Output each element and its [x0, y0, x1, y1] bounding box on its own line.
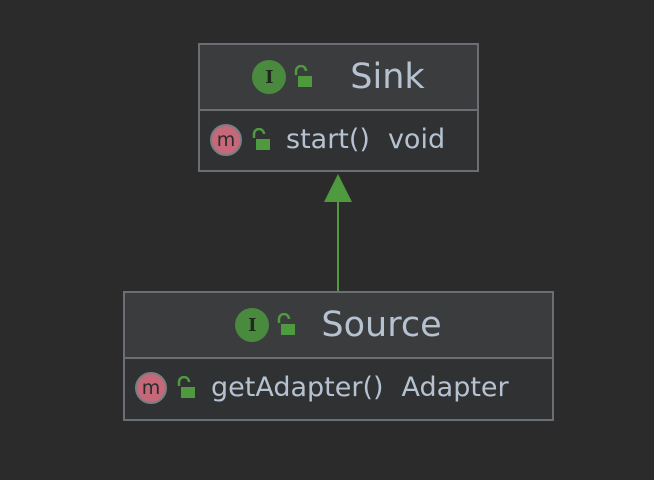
class-name: Source	[321, 305, 442, 345]
method-icon: m	[210, 123, 242, 156]
method-return-type: void	[387, 124, 446, 155]
class-header-source: I Source	[125, 293, 552, 359]
member-list: m start() void	[200, 111, 477, 168]
lock-open-icon	[295, 65, 313, 87]
lock-open-icon	[252, 127, 270, 150]
method-name: start()	[286, 124, 370, 155]
method-return-type: Adapter	[401, 372, 509, 403]
method-icon: m	[135, 371, 167, 404]
interface-icon: I	[235, 308, 270, 342]
interface-icon: I	[252, 60, 287, 94]
lock-open-icon	[177, 375, 195, 398]
class-box-source[interactable]: I Source m getAdapter() Adapter	[123, 291, 554, 421]
class-header-sink: I Sink	[200, 45, 477, 111]
member-list: m getAdapter() Adapter	[125, 359, 552, 416]
class-box-sink[interactable]: I Sink m start() void	[198, 43, 479, 172]
class-name: Sink	[350, 57, 425, 97]
method-name: getAdapter()	[211, 372, 384, 403]
lock-open-icon	[278, 313, 296, 335]
inheritance-arrowhead	[324, 174, 352, 202]
